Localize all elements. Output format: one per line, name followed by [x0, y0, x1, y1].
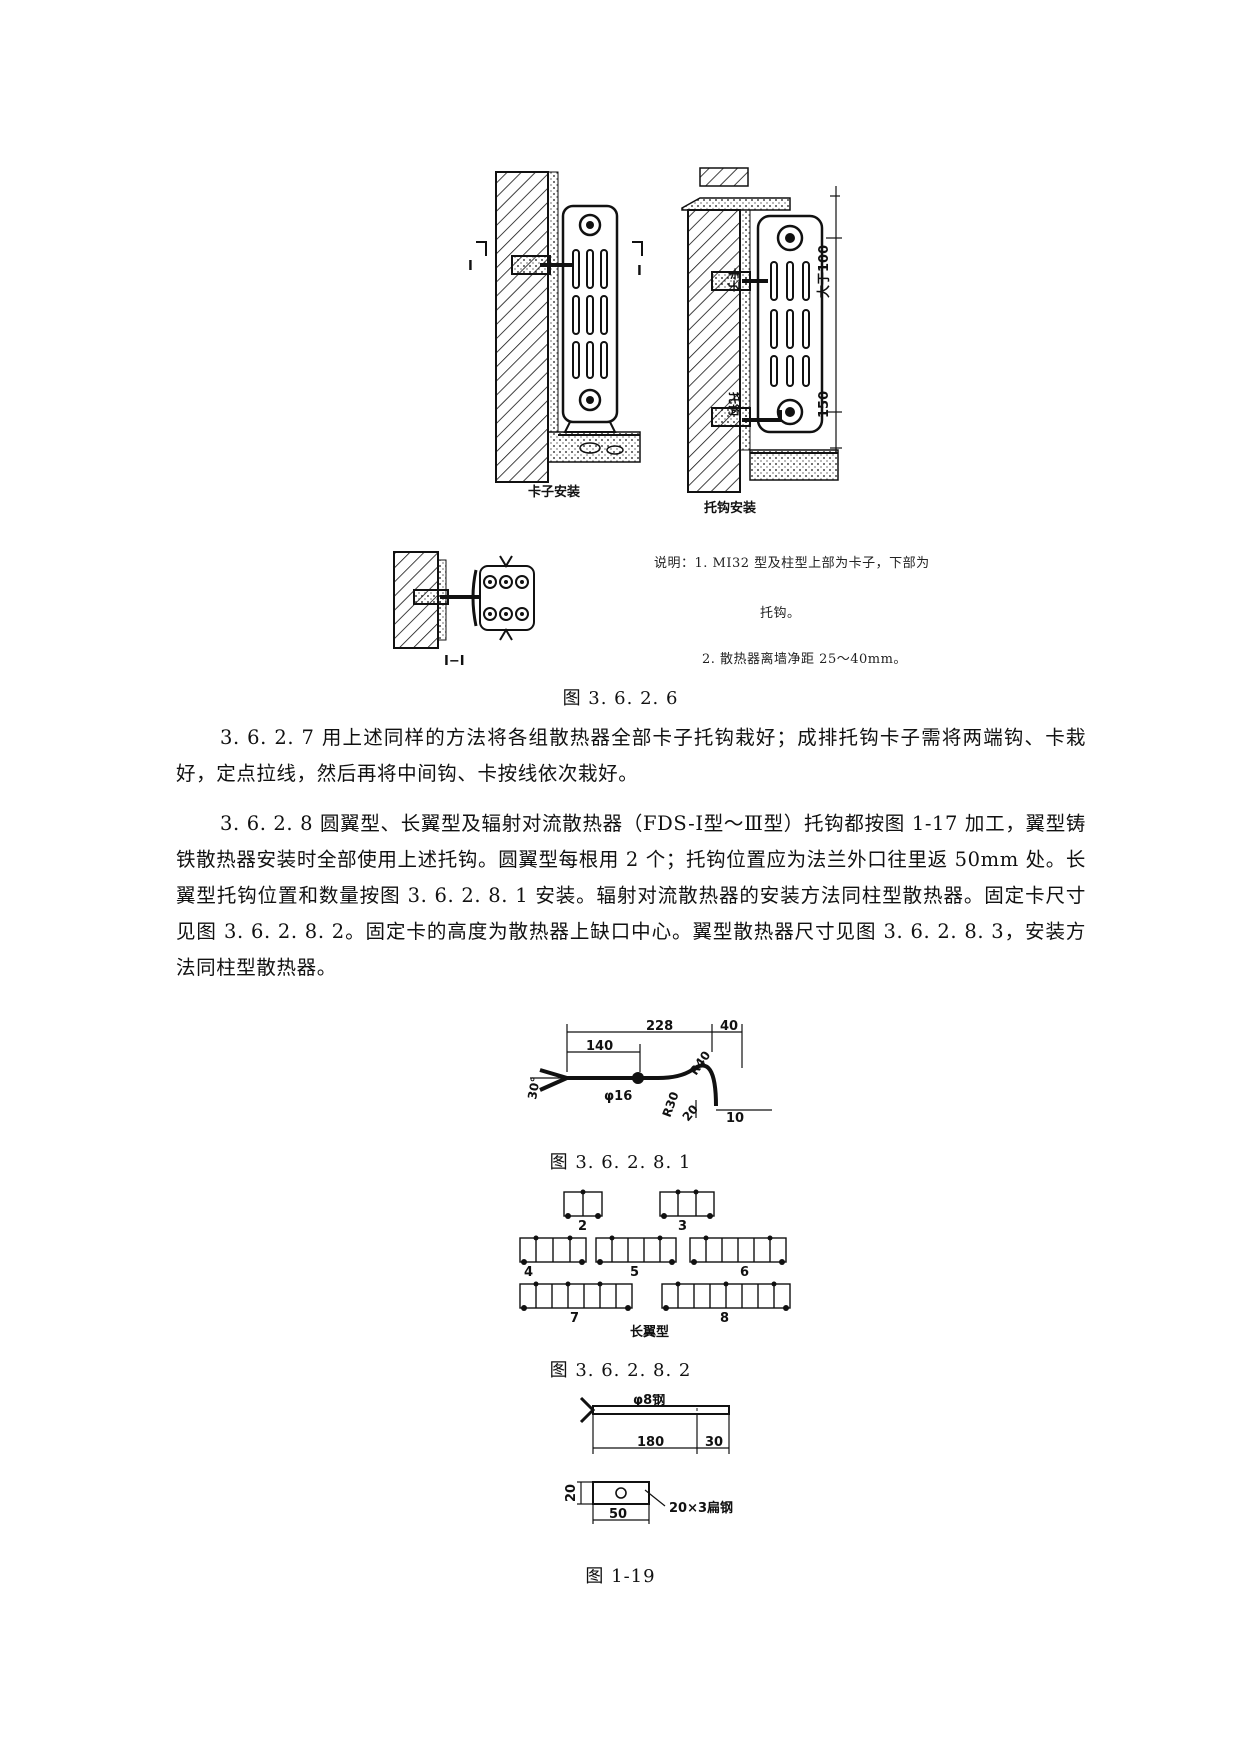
dim-30: 30 [705, 1435, 723, 1450]
count-6: 6 [740, 1265, 749, 1280]
paragraph-36207: 3. 6. 2. 7 用上述同样的方法将各组散热器全部卡子托钩栽好；成排托钩卡子… [176, 726, 1086, 785]
count-7: 7 [570, 1311, 579, 1326]
dim-10: 10 [726, 1111, 744, 1125]
hook-vertical-label: 托钩 [727, 392, 742, 416]
long-wing-label: 长翼型 [630, 1324, 669, 1338]
paragraph-36208: 3. 6. 2. 8 圆翼型、长翼型及辐射对流散热器（FDS-Ⅰ型～Ⅲ型）托钩都… [176, 812, 1086, 979]
count-2: 2 [578, 1219, 587, 1234]
dim-180: 180 [637, 1435, 664, 1450]
section-mark-right: I [637, 264, 642, 279]
note-line-2: 2. 散热器离墙净距 25～40mm。 [702, 652, 907, 667]
figure-36281-hook-drawing: 228 140 40 30° φ16 R30 R40 20 10 [525, 1019, 772, 1125]
figure-119-fixing-clip-drawing: φ8钢 180 30 20 50 20×3扁钢 [564, 1394, 733, 1524]
angle-30: 30° [525, 1076, 543, 1101]
dim-20: 20 [680, 1102, 701, 1124]
section-i-i-view [393, 551, 535, 649]
figure-3626-drawing: I I 大于100 150 卡子 托钩 卡子安装 [393, 167, 842, 669]
note-line-1: 说明：1. MI32 型及柱型上部为卡子，下部为 [654, 556, 930, 571]
caption-3626: 图 3. 6. 2. 6 [562, 688, 679, 709]
label-clip-install: 卡子安装 [528, 484, 580, 500]
section-i-i-label: I−I [444, 654, 465, 669]
dim-228: 228 [646, 1019, 673, 1034]
label-hook-install: 托钩安装 [704, 500, 756, 516]
wall-clip-view [476, 171, 643, 483]
dim-greater-100: 大于100 [816, 245, 832, 298]
dim-40: 40 [720, 1019, 738, 1034]
dim-140: 140 [586, 1039, 613, 1054]
figure-36282-count-drawing: 2 3 4 5 6 7 8 长翼型 [519, 1189, 791, 1338]
dim-50: 50 [609, 1507, 627, 1522]
note-line-1b: 托钩。 [760, 606, 801, 621]
dim-150: 150 [817, 391, 832, 418]
clip-vertical-label: 卡子 [727, 268, 742, 292]
radius-30: R30 [660, 1090, 682, 1119]
flat-steel-label: 20×3扁钢 [669, 1500, 733, 1516]
section-mark-left: I [468, 259, 473, 274]
steel-diameter-8: φ8钢 [633, 1394, 665, 1408]
diameter-16: φ16 [604, 1089, 632, 1104]
count-5: 5 [630, 1265, 639, 1280]
caption-36282: 图 3. 6. 2. 8. 2 [549, 1360, 692, 1381]
count-8: 8 [720, 1311, 729, 1326]
radius-40: R40 [687, 1048, 713, 1077]
wall-hook-view [681, 167, 842, 493]
count-4: 4 [524, 1265, 533, 1280]
caption-119: 图 1-19 [585, 1566, 656, 1587]
caption-36281: 图 3. 6. 2. 8. 1 [549, 1152, 692, 1173]
dim-20-height: 20 [564, 1484, 579, 1502]
count-3: 3 [678, 1219, 687, 1234]
